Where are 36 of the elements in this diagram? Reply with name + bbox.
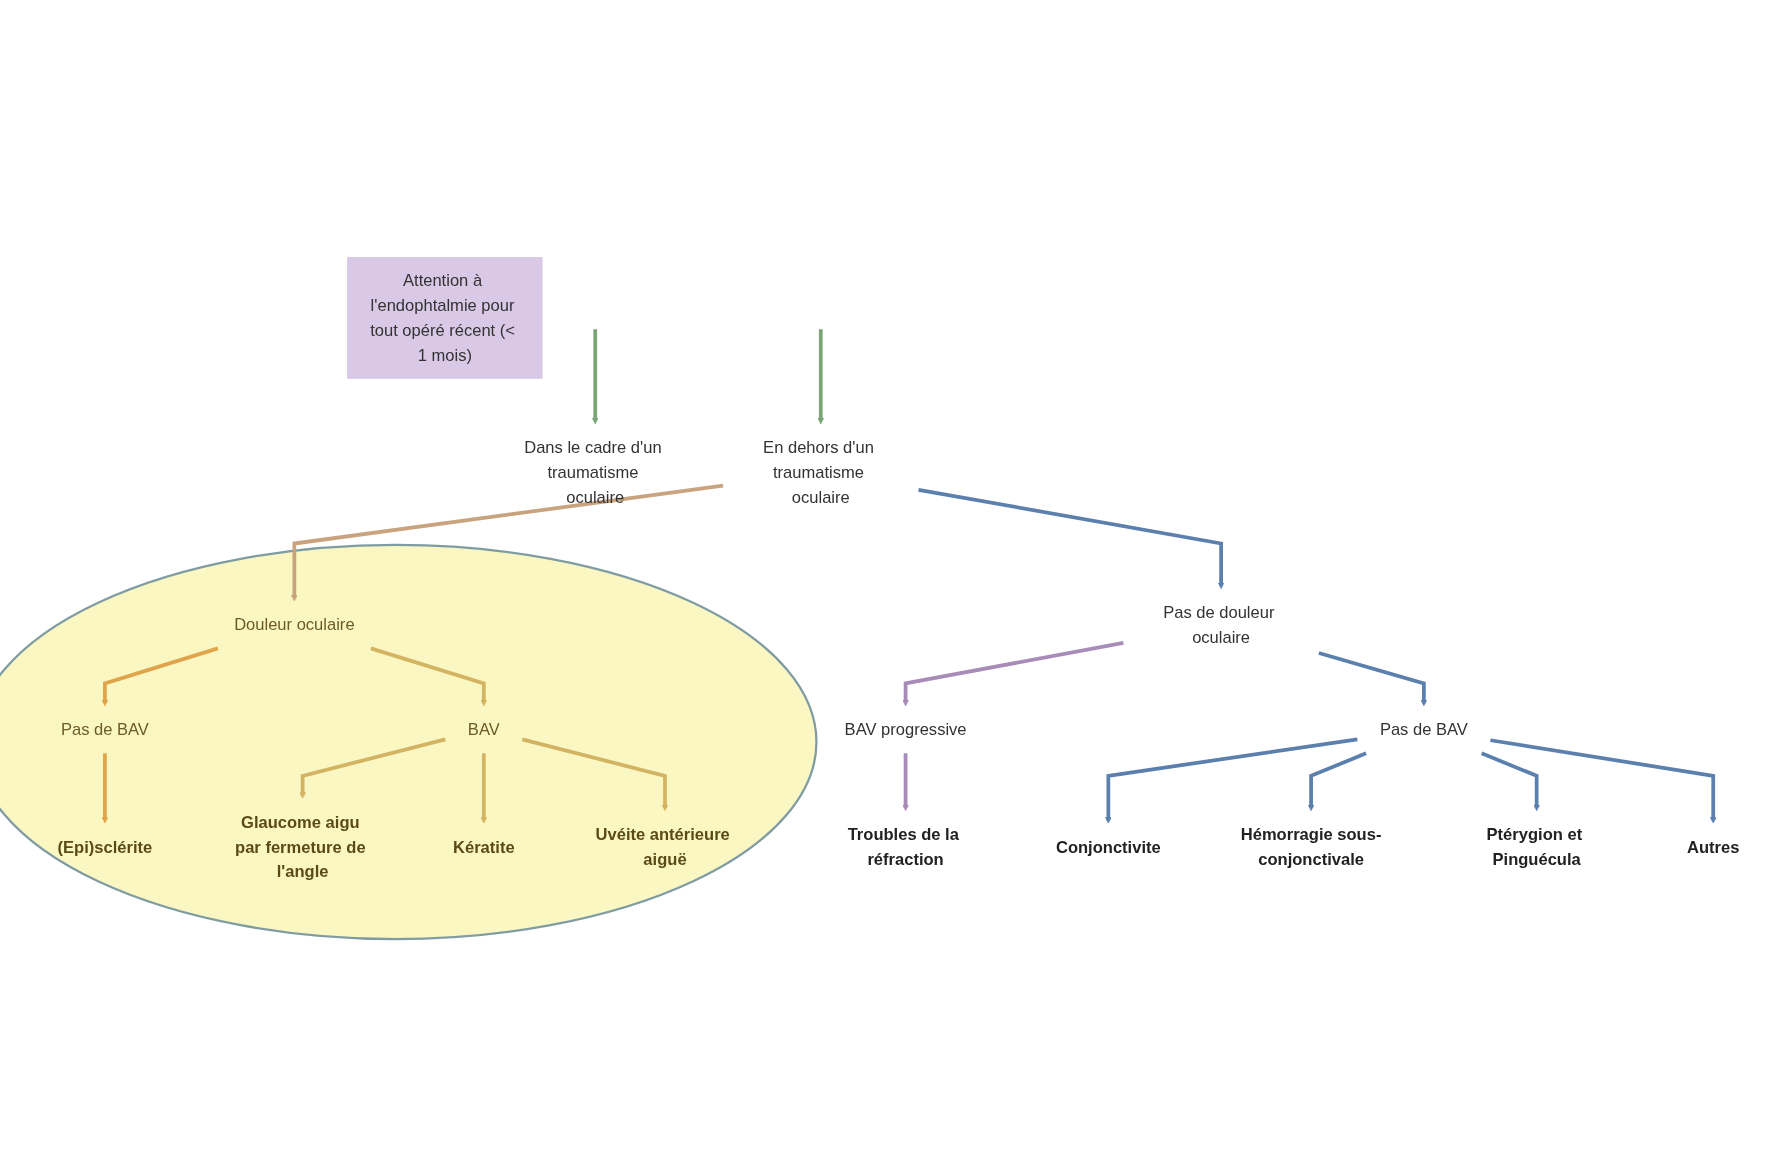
node-box: Attention à l'endophtalmie pour tout opéré récent (< 1 mois) [347,257,543,379]
arrow [1307,751,1367,812]
arrow [817,329,825,425]
node-text: En dehors d'un traumatisme oculaire [763,438,874,507]
cluster [0,543,818,941]
arrow [902,753,909,812]
node-text: Glaucome aigu par fermeture de l'angle [235,812,366,882]
arrow [1480,751,1540,812]
node-text: Kératite [453,837,515,857]
node-text: BAV progressive [844,720,967,739]
node-text: Hémorragie sous-conjonctivale [1240,825,1382,869]
node-text: Pas de BAV [1379,720,1468,739]
arrow [918,487,1225,589]
node-text: Douleur oculaire [234,615,355,635]
node-text: (Epi)sclérite [57,837,153,857]
node-text: Pas de douleur oculaire [1163,602,1275,647]
node-text: Conjonctivite [1055,837,1161,857]
node-text: Dans le cadre d'un traumatisme oculaire [524,438,662,507]
arrow [370,646,488,707]
arrow [291,483,724,602]
node-text: Ptérygion et Pinguécula [1486,825,1583,869]
node-text: BAV [467,720,500,739]
arrow [1105,737,1358,824]
arrow [1490,738,1717,824]
arrow [591,329,599,425]
arrow [101,753,109,824]
arrow [521,737,669,812]
node-text: Troubles de la réfraction [847,825,959,869]
node-text: Autres [1687,837,1740,857]
arrow [1318,651,1428,707]
node-text: Pas de BAV [60,720,149,739]
arrow [299,737,446,799]
node-text: Uvéite antérieure aiguë [595,825,730,869]
arrow [101,646,219,707]
arrow [480,753,488,824]
arrow [902,641,1124,707]
